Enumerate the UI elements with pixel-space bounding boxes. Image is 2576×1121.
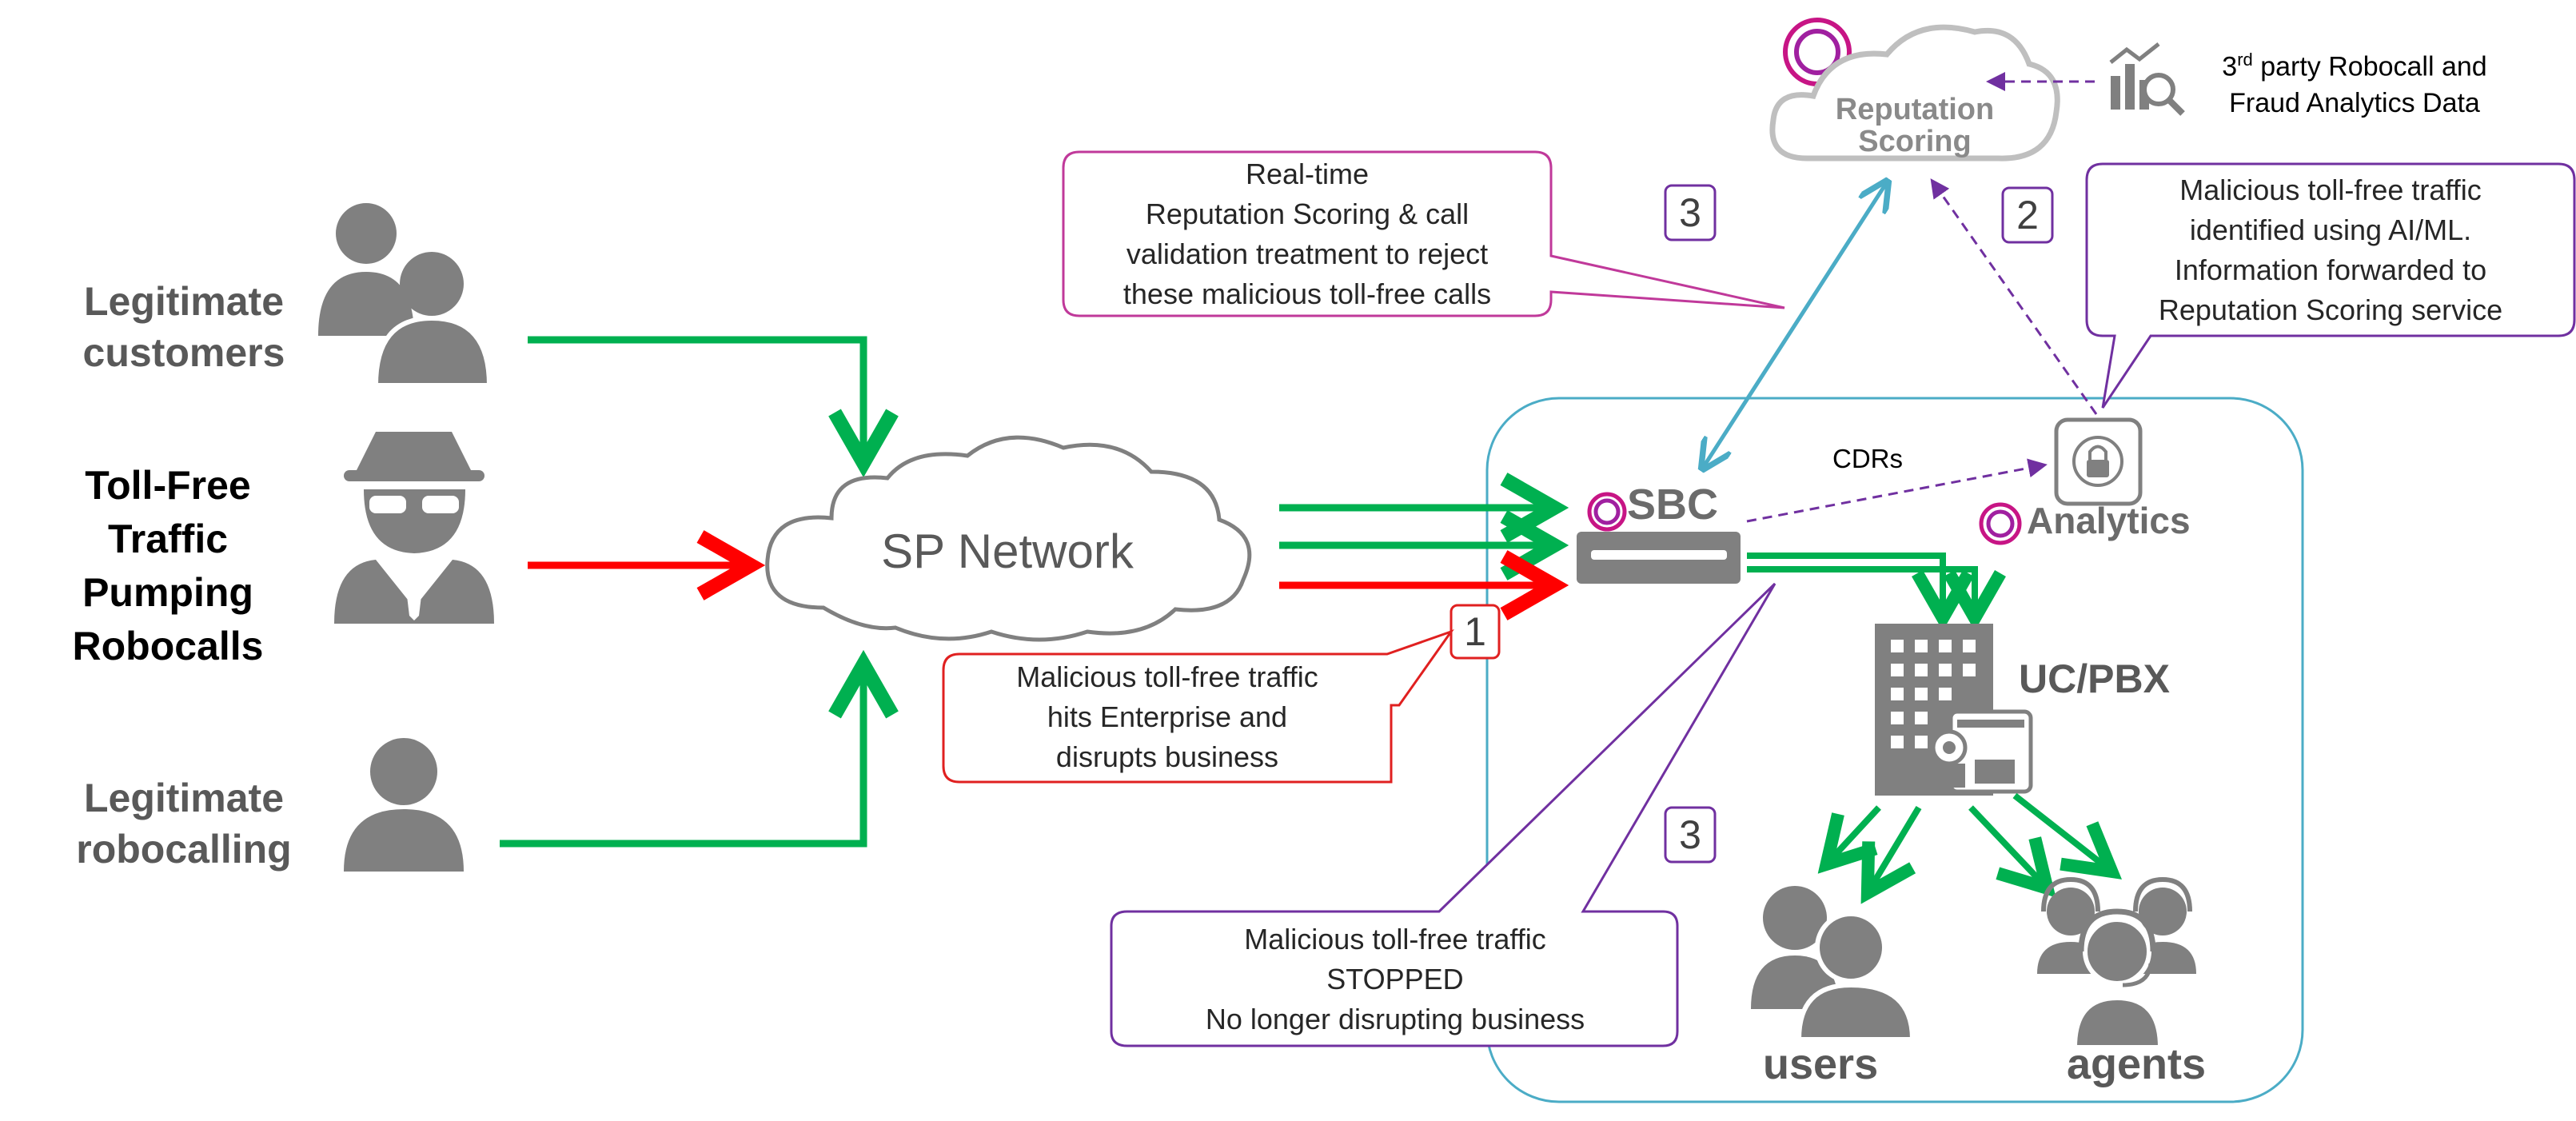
users-group-icon (1751, 886, 1916, 1042)
building-icon (1875, 624, 2033, 796)
cloud-icon (765, 435, 1252, 642)
ucpbx-label: UC/PBX (2019, 656, 2170, 701)
analytics-label: Analytics (2027, 500, 2191, 541)
cdrs-label: CDRs (1832, 444, 1903, 473)
step-number-3-bottom: 3 (1679, 812, 1701, 857)
step-number-2: 2 (2016, 193, 2039, 237)
ring-logo-icon (1979, 502, 2022, 545)
callout-step3-top-text: Real-time Reputation Scoring & call vali… (1123, 158, 1492, 310)
spy-icon (334, 432, 494, 624)
group-icon (318, 203, 492, 388)
cloud-icon (1769, 24, 2060, 162)
sbc-device-icon (1577, 532, 1741, 584)
step-number-3-top: 3 (1679, 190, 1701, 235)
callout-step3-bottom-text: Malicious toll-free traffic STOPPED No l… (1205, 923, 1585, 1035)
agents-label: agents (2067, 1040, 2207, 1088)
callout-step1-text: Malicious toll-free traffic hits Enterpr… (1016, 660, 1318, 773)
third-party-label: 3rd party Robocall and Fraud Analytics D… (2222, 50, 2487, 119)
agents-headset-icon (2037, 876, 2196, 1050)
sbc-label: SBC (1627, 481, 1719, 529)
step-number-1: 1 (1464, 609, 1486, 654)
chart-magnifier-icon (2109, 42, 2185, 116)
legit-customers-label: Legitimate customers (82, 279, 285, 375)
reputation-scoring-label: Reputation Scoring (1835, 93, 1995, 158)
users-label: users (1763, 1040, 1879, 1088)
person-icon (344, 738, 464, 872)
sp-network-label: SP Network (881, 525, 1134, 578)
analytics-icon (2054, 417, 2143, 506)
ring-logo-icon (1587, 492, 1627, 532)
toll-free-label: Toll-Free Traffic Pumping Robocalls (72, 463, 264, 668)
enterprise-boundary (1485, 397, 2304, 1103)
callout-step2-text: Malicious toll-free traffic identified u… (2158, 174, 2503, 326)
legit-robocalling-label: Legitimate robocalling (76, 776, 292, 872)
